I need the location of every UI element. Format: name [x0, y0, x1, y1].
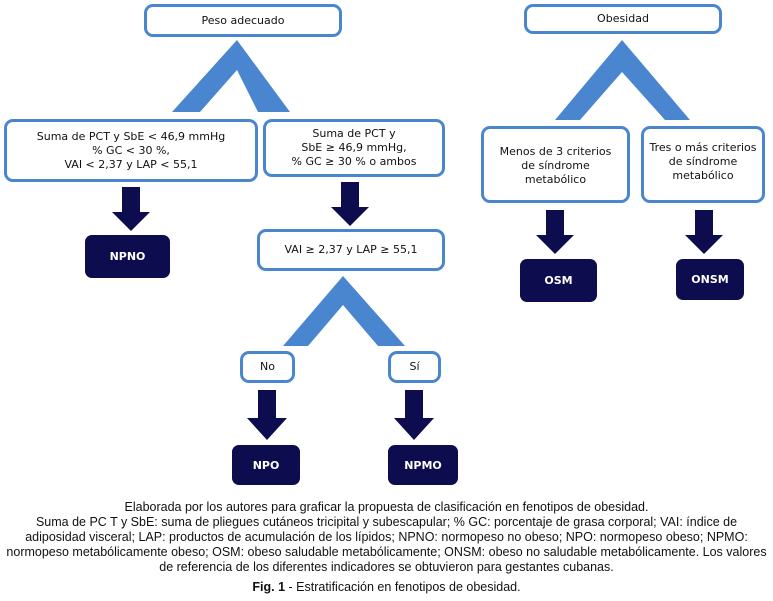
down-arrow-vai — [331, 182, 369, 226]
down-arrow-npo — [247, 390, 287, 440]
result-npmo: NPMO — [388, 445, 458, 485]
result-npo: NPO — [232, 445, 300, 485]
node-3-or-more-criteria: Tres o más criterios de síndrome metaból… — [641, 126, 765, 203]
node-condition-a: Suma de PCT y SbE < 46,9 mmHg % GC < 30 … — [4, 119, 258, 182]
split-chevron-3 — [555, 40, 690, 120]
down-arrow-npmo — [394, 390, 434, 440]
node-condition-vai: VAI ≥ 2,37 y LAP ≥ 55,1 — [257, 229, 445, 271]
split-chevron-2 — [283, 276, 405, 346]
result-osm: OSM — [520, 259, 597, 302]
node-si: Sí — [388, 351, 441, 383]
figure-label: Fig. 1 — [252, 580, 286, 594]
figure-caption: Fig. 1 - Estratificación en fenotipos de… — [0, 580, 773, 595]
result-npno: NPNO — [85, 235, 170, 278]
node-no: No — [240, 351, 295, 383]
connectors — [112, 40, 723, 440]
down-arrow-onsm — [685, 210, 723, 254]
node-less-3-criteria: Menos de 3 criterios de síndrome metaból… — [481, 126, 630, 203]
node-condition-b: Suma de PCT y SbE ≥ 46,9 mmHg, % GC ≥ 30… — [263, 119, 445, 177]
node-obesidad: Obesidad — [524, 4, 722, 34]
down-arrow-npno — [112, 187, 150, 231]
node-peso-adecuado: Peso adecuado — [144, 4, 342, 37]
down-arrow-osm — [536, 210, 574, 254]
caption-note-body: Suma de PC T y SbE: suma de pliegues cut… — [6, 515, 767, 574]
split-chevron-1 — [172, 40, 290, 112]
figure-title: - Estratificación en fenotipos de obesid… — [285, 580, 521, 594]
result-onsm: ONSM — [676, 259, 744, 300]
caption-note-line1: Elaborada por los autores para graficar … — [124, 500, 649, 514]
